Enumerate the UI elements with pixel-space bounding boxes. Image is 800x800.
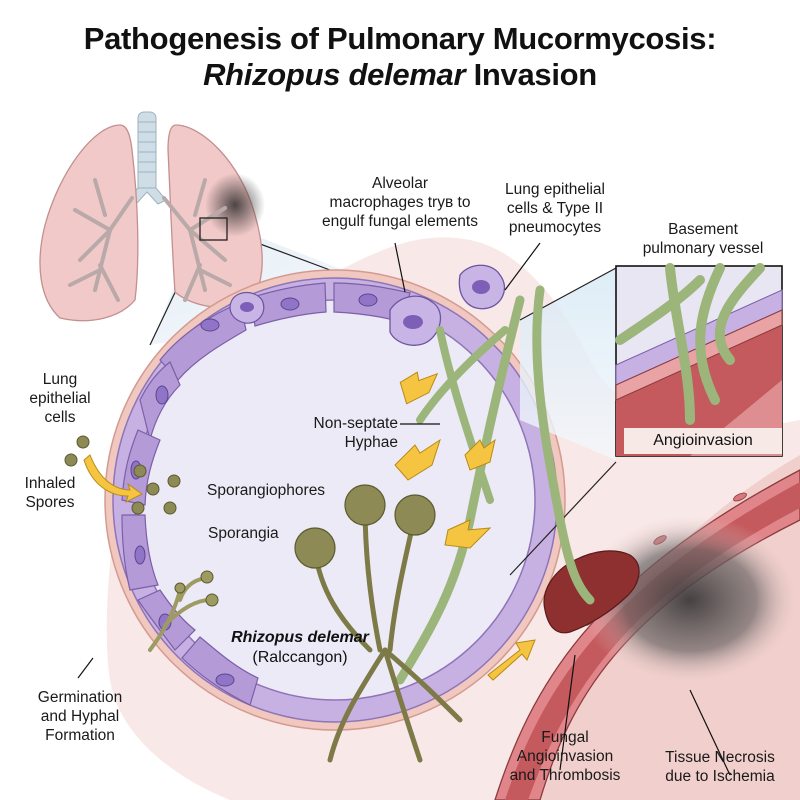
- right-lung: [39, 124, 139, 322]
- inset-caption: Angioinvasion: [624, 428, 782, 454]
- label-line: cells & Type II: [506, 200, 604, 217]
- label-line: Hyphae: [344, 434, 398, 451]
- label-line: Inhaled: [24, 475, 76, 492]
- label-line: Lung epithelial: [505, 181, 605, 198]
- leader-lines: [77, 242, 731, 776]
- label-line: engulf fungal elements: [322, 213, 478, 230]
- germinating-spore-heads: [174, 570, 219, 607]
- label-germination: Germination and Hyphal Formation: [10, 688, 150, 745]
- label-line: and Hyphal: [40, 708, 120, 725]
- rhizopus-colony: [294, 484, 463, 763]
- inhaled-spores: [64, 435, 181, 515]
- label-line: Basement: [668, 221, 738, 238]
- label-tissue-necrosis: Tissue Necrosis due to Ischemia: [640, 748, 800, 786]
- label-line: pulmonary vessel: [642, 240, 764, 257]
- diagram-title-line2: Rhizopus delemar Invasion: [0, 58, 800, 92]
- title-invasion: Invasion: [465, 57, 598, 92]
- label-line: Germination: [37, 689, 123, 706]
- label-line: Formation: [45, 727, 115, 744]
- label-basement-vessel: Basement pulmonary vessel: [618, 220, 788, 258]
- label-line: Non-septate: [313, 415, 398, 432]
- label-line: and Thrombosis: [509, 767, 621, 784]
- species-name: Rhizopus delemar: [231, 629, 369, 646]
- label-lung-epithelial-type2: Lung epithelial cells & Type II pneumocy…: [480, 180, 630, 237]
- title-species-italic: Rhizopus delemar: [203, 57, 466, 92]
- lungs-illustration: [39, 111, 265, 322]
- arrows: [83, 371, 536, 681]
- label-non-septate-hyphae: Non-septate Hyphae: [240, 414, 398, 452]
- label-line: cells: [44, 409, 76, 426]
- label-fungal-angioinvasion: Fungal Angioinvasion and Thrombosis: [495, 728, 635, 785]
- label-line: epithelial: [29, 390, 91, 407]
- label-line: macrophages tryв to: [329, 194, 471, 211]
- species-label: Rhizopus delemar (Ralcϲangon): [200, 628, 400, 668]
- label-line: pneumocytes: [508, 219, 602, 236]
- label-sporangia: Sporangia: [208, 525, 279, 542]
- label-alveolar-macrophages: Alveolar macrophages tryв to engulf fung…: [300, 174, 500, 231]
- species-subtitle: (Ralcϲangon): [252, 649, 348, 666]
- label-line: Lung: [42, 371, 78, 388]
- bronchial-tree: [68, 178, 232, 302]
- lung-zoom-box: [199, 217, 228, 241]
- alveolar-macrophages: [229, 264, 505, 346]
- label-line: Alveolar: [372, 175, 428, 192]
- label-lung-epithelial-left: Lung epithelial cells: [10, 370, 110, 427]
- label-line: due to Ischemia: [665, 768, 775, 785]
- label-line: Tissue Necrosis: [665, 749, 775, 766]
- label-line: Spores: [25, 494, 75, 511]
- label-line: Fungal: [541, 729, 589, 746]
- label-line: Angioinvasion: [516, 748, 614, 765]
- trachea: [127, 111, 167, 205]
- label-sporangiophores: Sporangiophores: [207, 482, 326, 499]
- lung-lesion: [205, 173, 265, 237]
- label-inhaled-spores: Inhaled Spores: [10, 474, 90, 512]
- tissue-necrosis-area: [580, 515, 800, 685]
- sporangia: [294, 484, 436, 569]
- cell-nuclei: [130, 293, 378, 687]
- diagram-title-line1: Pathogenesis of Pulmonary Mucormycosis:: [83, 21, 717, 56]
